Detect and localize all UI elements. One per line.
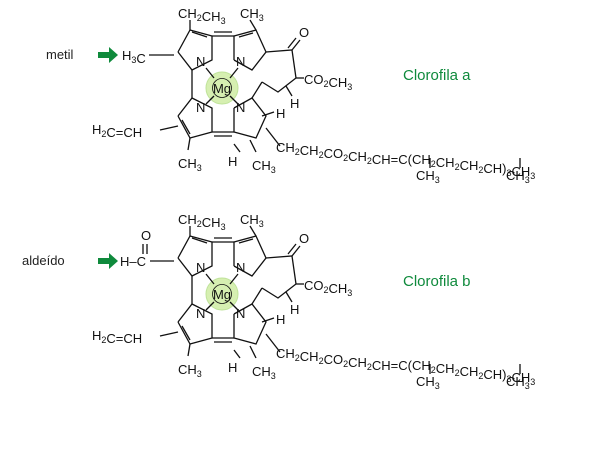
ring-b-double-bond [238,238,254,244]
h-ring-bond [261,317,275,323]
ring-a [177,235,213,277]
vinyl-group: H2C=CH [92,328,142,346]
molecule-name: Clorofila b [403,273,471,290]
vinyl-bond [159,125,179,131]
coordination-bond [205,67,215,79]
h-ester-atom: H [290,96,299,111]
h-ester-atom: H [290,302,299,317]
methyl-bottom-group: CH3 [178,156,202,173]
h-ring-atom: H [276,106,285,121]
phytyl-bond [265,127,281,147]
right-arrow-icon [98,47,118,63]
ch3-lower-bond [249,139,257,153]
nitrogen-atom-d: N [196,306,205,321]
oxo-bond [291,245,301,257]
ring-b [233,235,267,277]
meso-bridge-right [251,81,263,99]
h-lower-atom: H [228,360,237,375]
coordination-bond [229,301,239,311]
magnesium-atom: Mg [213,287,231,302]
coordination-bond [229,67,239,79]
h-lower-bond [233,143,241,153]
methyl-bottom-group: CH3 [178,362,202,379]
molecule-name: Clorofila a [403,67,471,84]
substituent-label: metil [46,47,74,62]
ch3-lower-group: CH3 [252,364,276,381]
h-ring-atom: H [276,312,285,327]
methyl-ester-group: CO2CH3 [304,278,352,298]
substituent-label: aldeído [22,253,65,268]
phytyl-bond [265,333,281,353]
methyl-top-bond [249,19,257,31]
magnesium-circle [212,78,232,98]
methyl-top-bond [249,225,257,237]
methyl-top-group: CH3 [240,6,264,23]
ethyl-group: CH2CH3 [178,6,226,26]
methyl-bottom-bond [187,137,191,151]
nitrogen-atom-a: N [196,260,205,275]
ring-e [261,255,297,299]
methyl-bottom-bond [187,343,191,357]
methyl-ester-group: CO2CH3 [304,72,352,92]
phytyl-branch-1: CH3 [416,374,440,391]
ring-b [233,29,267,71]
right-arrow-icon [98,253,118,269]
ring-a-double-bond [191,237,208,244]
phytyl-chain: CH2CH2CO2CH2CH=C(CH2CH2CH2CH)3CH3 [276,140,535,181]
magnesium-circle [212,284,232,304]
h-lower-bond [233,349,241,359]
ch3-lower-bond [249,345,257,359]
nitrogen-atom-a: N [196,54,205,69]
ring-a-double-bond [191,31,208,38]
nitrogen-atom-d: N [196,100,205,115]
aldehyde-oxygen: O [141,228,151,243]
oxo-double-bond [287,243,297,255]
oxo-bond [291,39,301,51]
coordination-bond [229,95,239,105]
phytyl-branch-2: CH3 [506,374,530,391]
phytyl-branch-2: CH3 [506,168,530,185]
oxo-oxygen: O [299,25,309,40]
ring-b-double-bond [238,32,254,38]
aldehyde-group: H–C [120,254,146,269]
nitrogen-atom-c: N [236,100,245,115]
ring-a [177,29,213,71]
coordination-bond [205,301,215,311]
oxo-double-bond [287,37,297,49]
ch3-lower-group: CH3 [252,158,276,175]
coordination-bond [229,273,239,285]
h-ester-bond [285,85,293,97]
h-ring-bond [261,111,275,117]
ring-d-double-bond [181,325,191,341]
meso-bridge-right [251,287,263,305]
h-lower-atom: H [228,154,237,169]
methyl-top-group: CH3 [240,212,264,229]
vinyl-bond [159,331,179,337]
nitrogen-atom-c: N [236,306,245,321]
coordination-bond [205,95,215,105]
magnesium-atom: Mg [213,81,231,96]
h-ester-bond [285,291,293,303]
ring-e [261,49,297,93]
phytyl-branch-1: CH3 [416,168,440,185]
ring-d-double-bond [181,119,191,135]
oxo-oxygen: O [299,231,309,246]
nitrogen-atom-b: N [236,260,245,275]
phytyl-chain: CH2CH2CO2CH2CH=C(CH2CH2CH2CH)3CH3 [276,346,535,387]
coordination-bond [205,273,215,285]
ethyl-group: CH2CH3 [178,212,226,232]
nitrogen-atom-b: N [236,54,245,69]
vinyl-group: H2C=CH [92,122,142,140]
methyl-group: H3C [122,48,146,66]
ring-d [177,97,213,139]
ring-c [233,97,267,139]
ring-d [177,303,213,345]
ring-c [233,303,267,345]
